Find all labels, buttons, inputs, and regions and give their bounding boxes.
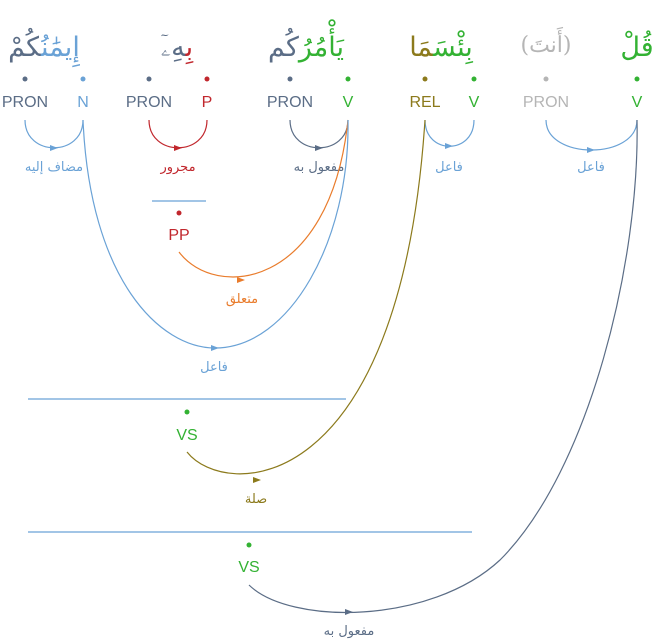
arc-mafool-qul (248, 119, 638, 614)
tag-pp: PP (168, 227, 189, 244)
node-dot (184, 409, 190, 415)
arrowhead (315, 145, 323, 151)
label-majroor: مجرور (159, 160, 195, 175)
arrowhead (587, 147, 595, 153)
arc-mudaf (24, 119, 84, 149)
tag-pron: PRON (267, 94, 313, 111)
word-imanukum: إِيمَٰنُكُمْ (8, 27, 80, 67)
label-mutaallaq: متعلق (226, 292, 258, 307)
arrowhead (50, 145, 58, 151)
node-dot (22, 76, 28, 82)
node-dot (634, 76, 640, 82)
node-dot (80, 76, 86, 82)
arc-mutaallaq (178, 119, 349, 278)
word-qul: قُلْ (620, 30, 653, 63)
node-dot (287, 76, 293, 82)
node-dot (176, 210, 182, 216)
node-dot (471, 76, 477, 82)
arc-fail-bisama (424, 119, 475, 147)
word-anta: (أَنتَ) (520, 26, 571, 58)
word-bihi: بِهِۦٓ (161, 32, 194, 65)
arrowhead (345, 609, 353, 615)
arrowhead (174, 145, 182, 151)
arrowhead (445, 143, 453, 149)
tag-pron: PRON (126, 94, 172, 111)
label-fail: فاعل (577, 160, 605, 175)
arc-mafool-yamuru (289, 119, 349, 149)
label-fail: فاعل (435, 160, 463, 175)
arc-fail-imanu (82, 119, 349, 349)
tag-vs: VS (176, 427, 197, 444)
arc-fail-qul (545, 119, 638, 151)
tag-n: N (77, 94, 89, 111)
node-dot (246, 542, 252, 548)
tag-p: P (202, 94, 213, 111)
tag-pron: PRON (2, 94, 48, 111)
word-bisama: بِئْسَمَا (409, 30, 473, 65)
word-yamurukum: يَأْمُرُكُم (268, 19, 345, 63)
arrowhead (237, 277, 245, 283)
node-dot (204, 76, 210, 82)
label-mafool: مفعول به (294, 160, 345, 175)
tag-pron: PRON (523, 94, 569, 111)
node-dot (146, 76, 152, 82)
label-mudaf: مضاف إليه (25, 160, 83, 175)
label-sila: صلة (245, 492, 267, 507)
tag-v: V (469, 94, 480, 111)
node-dot (345, 76, 351, 82)
tag-v: V (632, 94, 643, 111)
label-fail: فاعل (200, 360, 228, 375)
tag-vs: VS (238, 559, 259, 576)
node-dot (422, 76, 428, 82)
tag-rel: REL (409, 94, 440, 111)
label-mafool: مفعول به (324, 624, 375, 639)
arc-sila (186, 119, 426, 475)
tag-v: V (343, 94, 354, 111)
arrowhead (211, 345, 219, 351)
arc-majroor (148, 119, 208, 149)
arrowhead (253, 477, 261, 483)
node-dot (543, 76, 549, 82)
